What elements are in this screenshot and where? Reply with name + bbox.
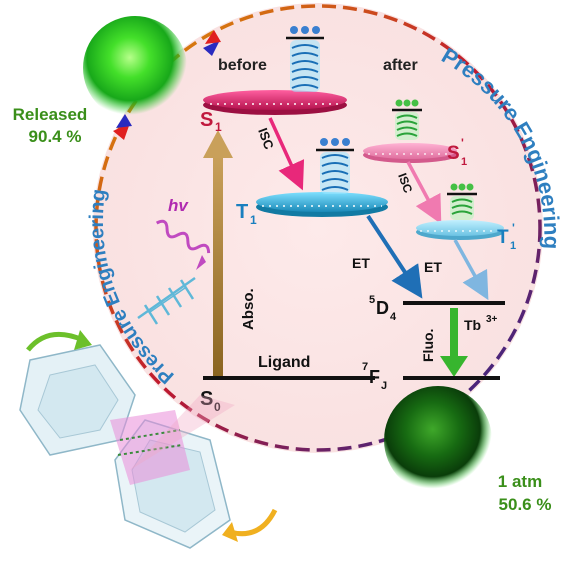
atm-value: 50.6 % bbox=[499, 495, 552, 514]
crystal-illustration bbox=[19, 344, 235, 549]
atm-label: 1 atm bbox=[498, 472, 542, 491]
s0-label: S bbox=[200, 388, 213, 410]
t1-prime-mark: ' bbox=[512, 221, 515, 235]
s1-label: S bbox=[200, 109, 213, 131]
t1-prime-disc bbox=[416, 220, 504, 240]
s0-sub: 0 bbox=[214, 400, 221, 414]
before-label: before bbox=[218, 57, 267, 74]
spring-s1 bbox=[286, 26, 324, 92]
d4-sub: 4 bbox=[390, 311, 397, 323]
ligand-label: Ligand bbox=[258, 354, 310, 371]
s1-disc bbox=[203, 90, 347, 115]
hv-arrow-head bbox=[196, 255, 206, 270]
fj-sup: 7 bbox=[362, 361, 368, 373]
hv-label: hv bbox=[168, 196, 189, 215]
spring-t1 bbox=[316, 138, 354, 194]
isc-label-1: ISC bbox=[255, 126, 277, 152]
t1-label: T bbox=[236, 201, 248, 223]
t1-sub: 1 bbox=[250, 213, 257, 227]
hv-wave bbox=[155, 219, 211, 254]
abso-label: Abso. bbox=[240, 288, 257, 330]
et-arrow-2 bbox=[453, 239, 489, 301]
isc-label-2: ISC bbox=[395, 171, 415, 195]
triangle-marker-top bbox=[203, 30, 221, 56]
d4-main: D bbox=[376, 298, 389, 318]
t1-disc bbox=[256, 192, 388, 217]
et-label-1: ET bbox=[352, 255, 370, 271]
s1-sub: 1 bbox=[215, 120, 222, 134]
background-circle bbox=[93, 3, 543, 453]
et-label-2: ET bbox=[424, 259, 442, 275]
isc-arrow-1 bbox=[268, 117, 305, 191]
glow-ball-released bbox=[83, 16, 187, 120]
released-label: Released bbox=[13, 105, 88, 124]
s1-prime-mark: ' bbox=[461, 136, 464, 150]
fj-sub: J bbox=[381, 380, 387, 392]
spring-s1-prime bbox=[392, 99, 422, 140]
fluo-arrow bbox=[440, 308, 468, 377]
t1-prime-sub: 1 bbox=[510, 240, 516, 252]
triangle-marker-left bbox=[113, 114, 132, 140]
glow-ball-1atm bbox=[384, 386, 492, 494]
rotate-arrow-bottom-icon bbox=[229, 508, 278, 537]
t1-prime-label: T bbox=[497, 227, 509, 248]
tb-label: Tb bbox=[464, 317, 481, 333]
et-arrow-1 bbox=[366, 214, 423, 299]
ligand-molecule-icon bbox=[137, 276, 196, 325]
tb-sup: 3+ bbox=[486, 314, 498, 325]
s1-prime-disc bbox=[363, 143, 457, 163]
dashed-ring bbox=[94, 4, 542, 452]
after-label: after bbox=[383, 57, 418, 74]
rotate-arrow-bottom-head bbox=[222, 522, 238, 542]
absorption-arrow bbox=[203, 130, 233, 377]
rotate-arrow-top-icon bbox=[26, 331, 84, 352]
s1-prime-label: S bbox=[447, 143, 460, 164]
rotate-arrow-top-head bbox=[74, 330, 92, 350]
isc-arrow-2 bbox=[406, 161, 442, 225]
released-value: 90.4 % bbox=[29, 127, 82, 146]
s1-prime-sub: 1 bbox=[461, 156, 467, 168]
spring-t1-prime bbox=[447, 183, 477, 220]
d4-sup: 5 bbox=[369, 294, 375, 306]
fluo-label: Fluo. bbox=[420, 329, 436, 362]
